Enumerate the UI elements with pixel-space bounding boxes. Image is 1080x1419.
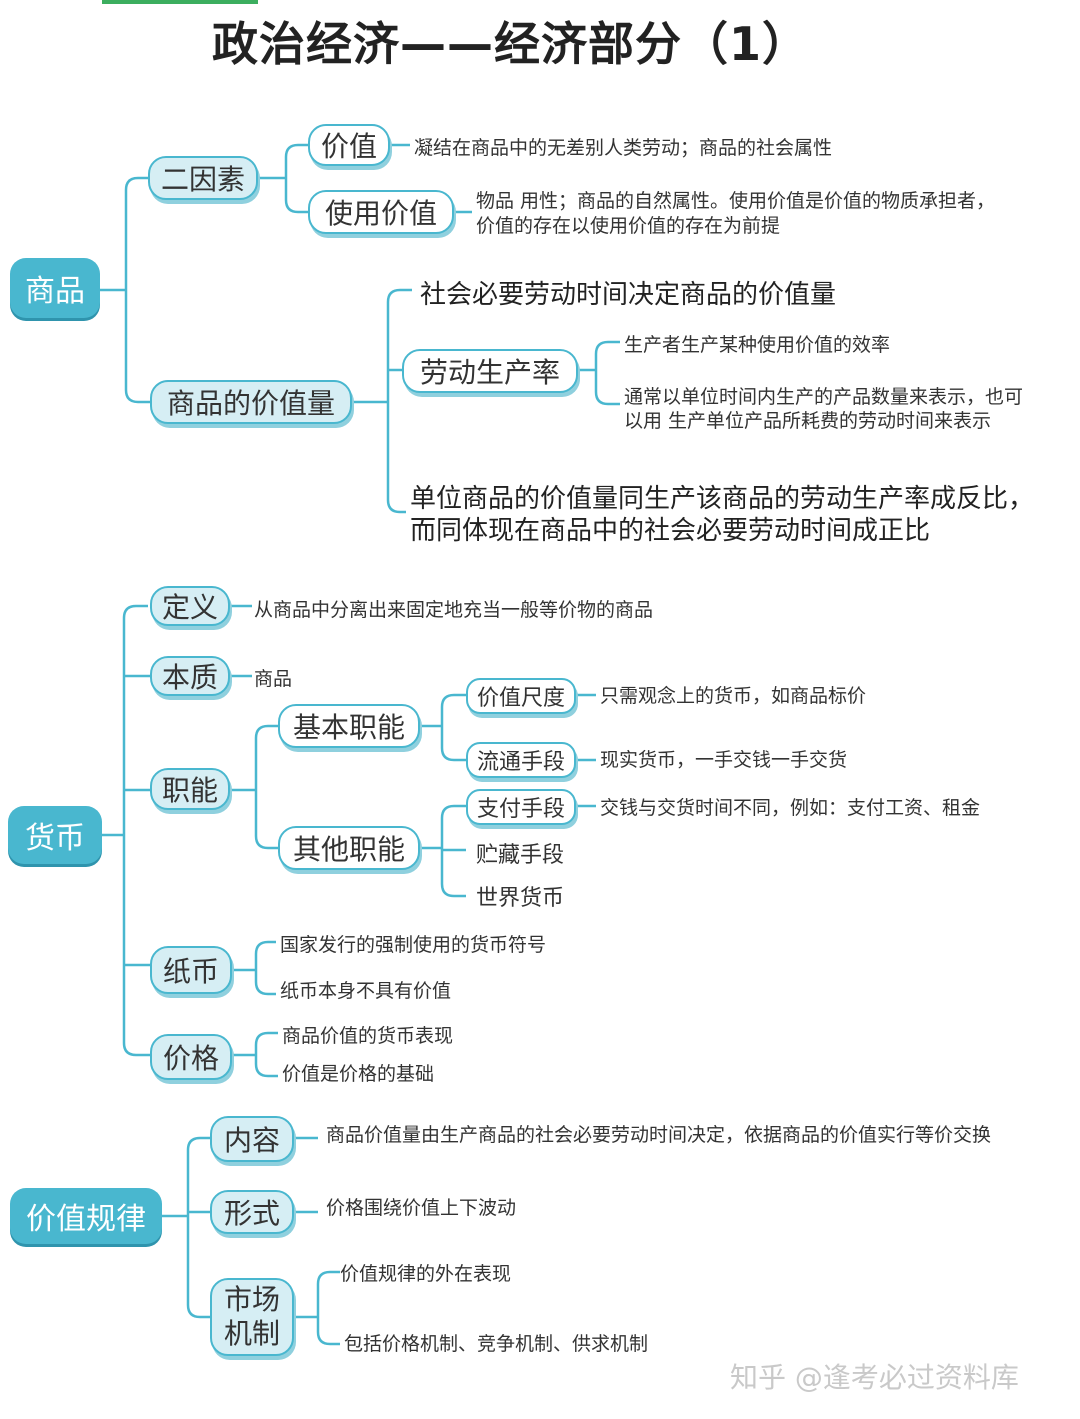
use-value-description-line2: 价值的存在以使用价值的存在为前提 (476, 215, 781, 237)
node-basic-functions: 基本职能 (278, 704, 420, 748)
node-measure-of-value: 价值尺度 (466, 678, 576, 714)
root-node-law-of-value: 价值规律 (10, 1188, 162, 1244)
node-market-mechanism: 市场 机制 (210, 1278, 294, 1356)
form-description: 价格围绕价值上下波动 (326, 1197, 517, 1219)
ratio-statement-line1: 单位商品的价值量同生产该商品的劳动生产率成反比， (410, 484, 1035, 514)
node-value: 价值 (308, 124, 390, 166)
market-description-1: 价值规律的外在表现 (340, 1263, 512, 1285)
content-description: 商品价值量由生产商品的社会必要劳动时间决定，依据商品的价值实行等价交换 (326, 1124, 992, 1146)
productivity-description-2-line1: 通常以单位时间内生产的产品数量来表示，也可 (624, 386, 1024, 408)
price-description-2: 价值是价格的基础 (282, 1063, 435, 1085)
market-description-2: 包括价格机制、竞争机制、供求机制 (344, 1333, 649, 1355)
price-description-1: 商品价值的货币表现 (282, 1025, 454, 1047)
root-node-commodity: 商品 (10, 258, 100, 318)
productivity-description-1: 生产者生产某种使用价值的效率 (624, 334, 891, 356)
node-content: 内容 (210, 1116, 294, 1162)
node-other-functions: 其他职能 (278, 826, 420, 870)
ratio-statement-line2: 而同体现在商品中的社会必要劳动时间成正比 (410, 516, 931, 546)
use-value-description-line1: 物品 用性；商品的自然属性。使用价值是价值的物质承担者， (476, 190, 996, 212)
circulation-description: 现实货币，一手交钱一手交货 (600, 749, 848, 771)
node-use-value: 使用价值 (308, 190, 454, 234)
node-price: 价格 (150, 1034, 232, 1080)
node-paper-money: 纸币 (150, 946, 232, 994)
node-labor-productivity: 劳动生产率 (402, 349, 578, 393)
essence-description: 商品 (254, 668, 293, 690)
payment-description: 交钱与交货时间不同，例如：支付工资、租金 (600, 797, 981, 819)
node-means-of-payment: 支付手段 (466, 789, 576, 825)
node-functions: 职能 (150, 768, 230, 810)
market-mechanism-line2: 机制 (223, 1317, 280, 1350)
store-of-value-label: 贮藏手段 (476, 843, 565, 868)
paper-money-description-1: 国家发行的强制使用的货币符号 (280, 934, 547, 956)
snlt-statement: 社会必要劳动时间决定商品的价值量 (420, 280, 837, 310)
page-title: 政治经济——经济部分（1） (212, 17, 810, 71)
node-essence: 本质 (150, 656, 230, 696)
node-form: 形式 (210, 1190, 294, 1234)
productivity-description-2-line2: 以用 生产单位产品所耗费的劳动时间来表示 (624, 410, 992, 432)
paper-money-description-2: 纸币本身不具有价值 (280, 980, 452, 1002)
root-node-money: 货币 (8, 806, 102, 864)
market-mechanism-line1: 市场 (223, 1283, 280, 1316)
value-description: 凝结在商品中的无差别人类劳动；商品的社会属性 (414, 137, 833, 159)
node-value-amount: 商品的价值量 (150, 380, 352, 424)
definition-description: 从商品中分离出来固定地充当一般等价物的商品 (254, 599, 654, 621)
node-definition: 定义 (150, 586, 230, 626)
node-two-factors: 二因素 (148, 156, 258, 200)
measure-description: 只需观念上的货币，如商品标价 (600, 685, 867, 707)
node-medium-of-circulation: 流通手段 (466, 742, 576, 778)
world-money-label: 世界货币 (476, 886, 565, 911)
top-accent-bar (102, 0, 258, 4)
watermark: 知乎 @逢考必过资料库 (730, 1361, 1019, 1394)
